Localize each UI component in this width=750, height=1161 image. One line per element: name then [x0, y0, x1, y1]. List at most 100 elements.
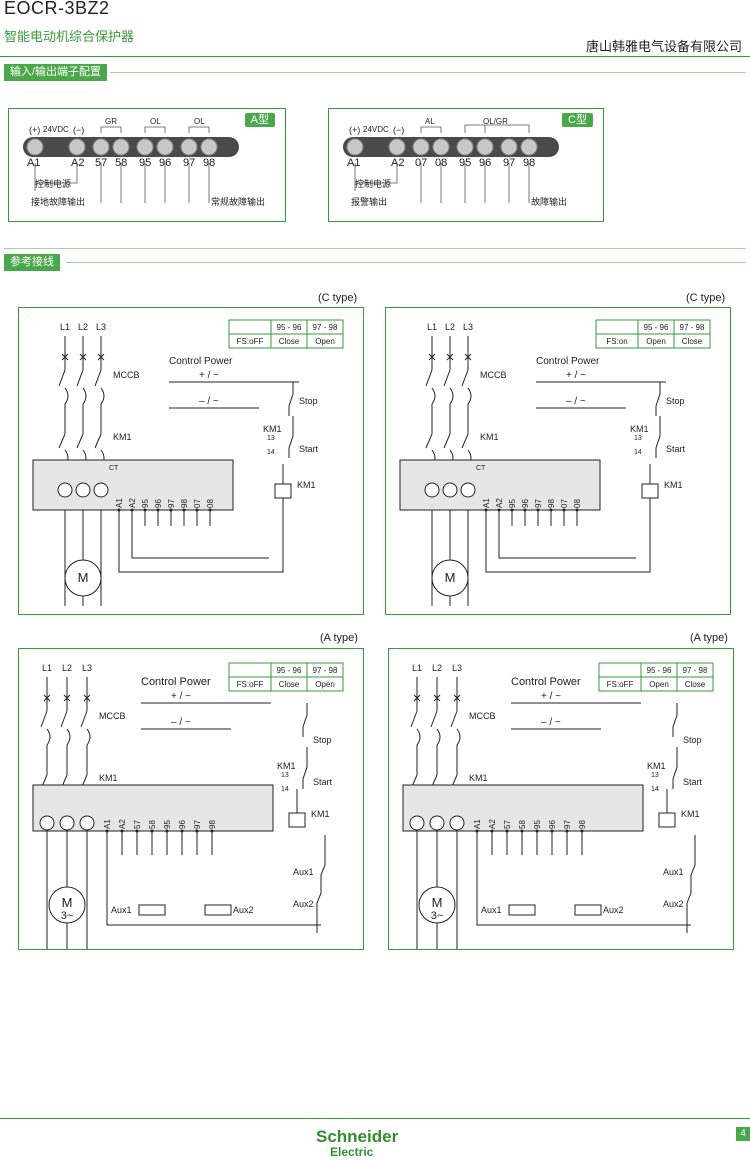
voltage-label: 24VDC: [43, 125, 69, 134]
terminal-dot: [562, 508, 566, 512]
table-value: Open: [649, 680, 669, 689]
minus-label: – / ~: [566, 396, 586, 407]
diagram-type-label: (A type): [690, 632, 728, 644]
terminal-dot: [182, 508, 186, 512]
terminal-label: 58: [518, 820, 527, 829]
terminal-label: 95: [141, 499, 150, 508]
motor-icon: [48, 886, 86, 924]
terminal-dot: [210, 829, 214, 833]
terminal-dot: [484, 508, 488, 512]
phase-label: L1: [427, 322, 437, 332]
contact-label: AL: [425, 117, 435, 126]
note-control-power: 控制电源: [35, 179, 72, 189]
terminal-labels: A1 A2 57 58 95 96 97 98: [27, 157, 227, 171]
terminal-label: 98: [203, 157, 216, 169]
table-value: Close: [682, 337, 703, 346]
terminal-dot: [169, 508, 173, 512]
plus-label: + / ~: [199, 370, 219, 381]
terminal-label: A1: [347, 157, 361, 169]
table-value: Open: [315, 337, 335, 346]
terminal-dot: [195, 829, 199, 833]
terminal-label: 96: [154, 499, 163, 508]
motor-icon: [418, 886, 456, 924]
plus-label: + / ~: [566, 370, 586, 381]
km1-coil: [274, 483, 292, 499]
terminal-label: A2: [128, 498, 137, 508]
fs-label: FS:on: [606, 337, 627, 346]
terminal-label: 96: [159, 157, 172, 169]
ct-coil: [57, 482, 73, 498]
terminal-label: A2: [71, 157, 85, 169]
km1-coil-label: KM1: [297, 480, 316, 490]
terminal-dot: [497, 508, 501, 512]
polarity-plus: (+): [349, 125, 361, 135]
terminal-label: 97: [534, 499, 543, 508]
note-alarm-output: 报警输出: [351, 197, 388, 207]
page-title: EOCR-3BZ2: [4, 0, 110, 18]
mccb-label: MCCB: [113, 370, 140, 380]
phase-label: L2: [78, 322, 88, 332]
phase-label: L1: [60, 322, 70, 332]
terminal-label: 95: [163, 820, 172, 829]
section-divider: [110, 72, 746, 73]
motor-label: M: [445, 570, 456, 585]
table-value: Open: [646, 337, 666, 346]
motor-label: M: [78, 570, 89, 585]
table-header: 95 - 96: [277, 666, 302, 675]
start-label: Start: [299, 444, 319, 454]
terminal-label: 08: [435, 157, 448, 169]
km1-coil-label: KM1: [664, 480, 683, 490]
diagram-type-label: (C type): [318, 292, 358, 304]
terminal-dot: [580, 829, 584, 833]
terminal-dot: [505, 829, 509, 833]
note-fault-output: 故障输出: [531, 197, 568, 207]
minus-label: – / ~: [171, 717, 191, 728]
section-divider: [66, 262, 746, 263]
terminal-dot: [490, 829, 494, 833]
mccb-label: MCCB: [480, 370, 507, 380]
voltage-label: 24VDC: [363, 125, 389, 134]
stop-label: Stop: [313, 735, 332, 745]
terminal-label: 95: [459, 157, 472, 169]
ct-coil: [79, 815, 95, 831]
note-fault-output: 常规故障输出: [211, 197, 266, 207]
motor-phase-label: 3~: [61, 910, 74, 922]
terminal-dot: [208, 508, 212, 512]
terminal-label: 96: [178, 820, 187, 829]
terminal-label: A1: [473, 819, 482, 829]
table-header: 97 - 98: [683, 666, 708, 675]
motor-icon: [64, 559, 102, 597]
contact-label: OL/GR: [483, 117, 508, 126]
diagram-type-label: (C type): [686, 292, 726, 304]
terminal-label: 97: [183, 157, 196, 169]
phase-label: L1: [412, 663, 422, 673]
terminal-label: A1: [103, 819, 112, 829]
terminal-dot: [120, 829, 124, 833]
aux1-contact-label: Aux1: [293, 867, 314, 877]
terminal-label: 96: [548, 820, 557, 829]
footer-divider: [0, 1118, 750, 1119]
fs-label: FS:oFF: [237, 337, 264, 346]
ct-coil: [75, 482, 91, 498]
terminal-13: 13: [267, 435, 275, 442]
aux2-label: Aux2: [233, 905, 254, 915]
terminal-label: 57: [133, 820, 142, 829]
start-label: Start: [313, 777, 333, 787]
table-value: Open: [315, 680, 335, 689]
ct-coil: [39, 815, 55, 831]
aux2-contact-label: Aux2: [663, 899, 684, 909]
ct-coil: [442, 482, 458, 498]
wiring-lines: [58, 336, 299, 606]
terminal-label: 98: [547, 499, 556, 508]
terminal-label: A1: [115, 498, 124, 508]
table-value: Close: [685, 680, 706, 689]
terminal-dot: [150, 829, 154, 833]
km1-aux-label: KM1: [647, 761, 666, 771]
control-power-label: Control Power: [141, 676, 211, 688]
km1-label: KM1: [99, 773, 118, 783]
section-io-config-header: 输入/输出端子配置: [4, 64, 108, 81]
